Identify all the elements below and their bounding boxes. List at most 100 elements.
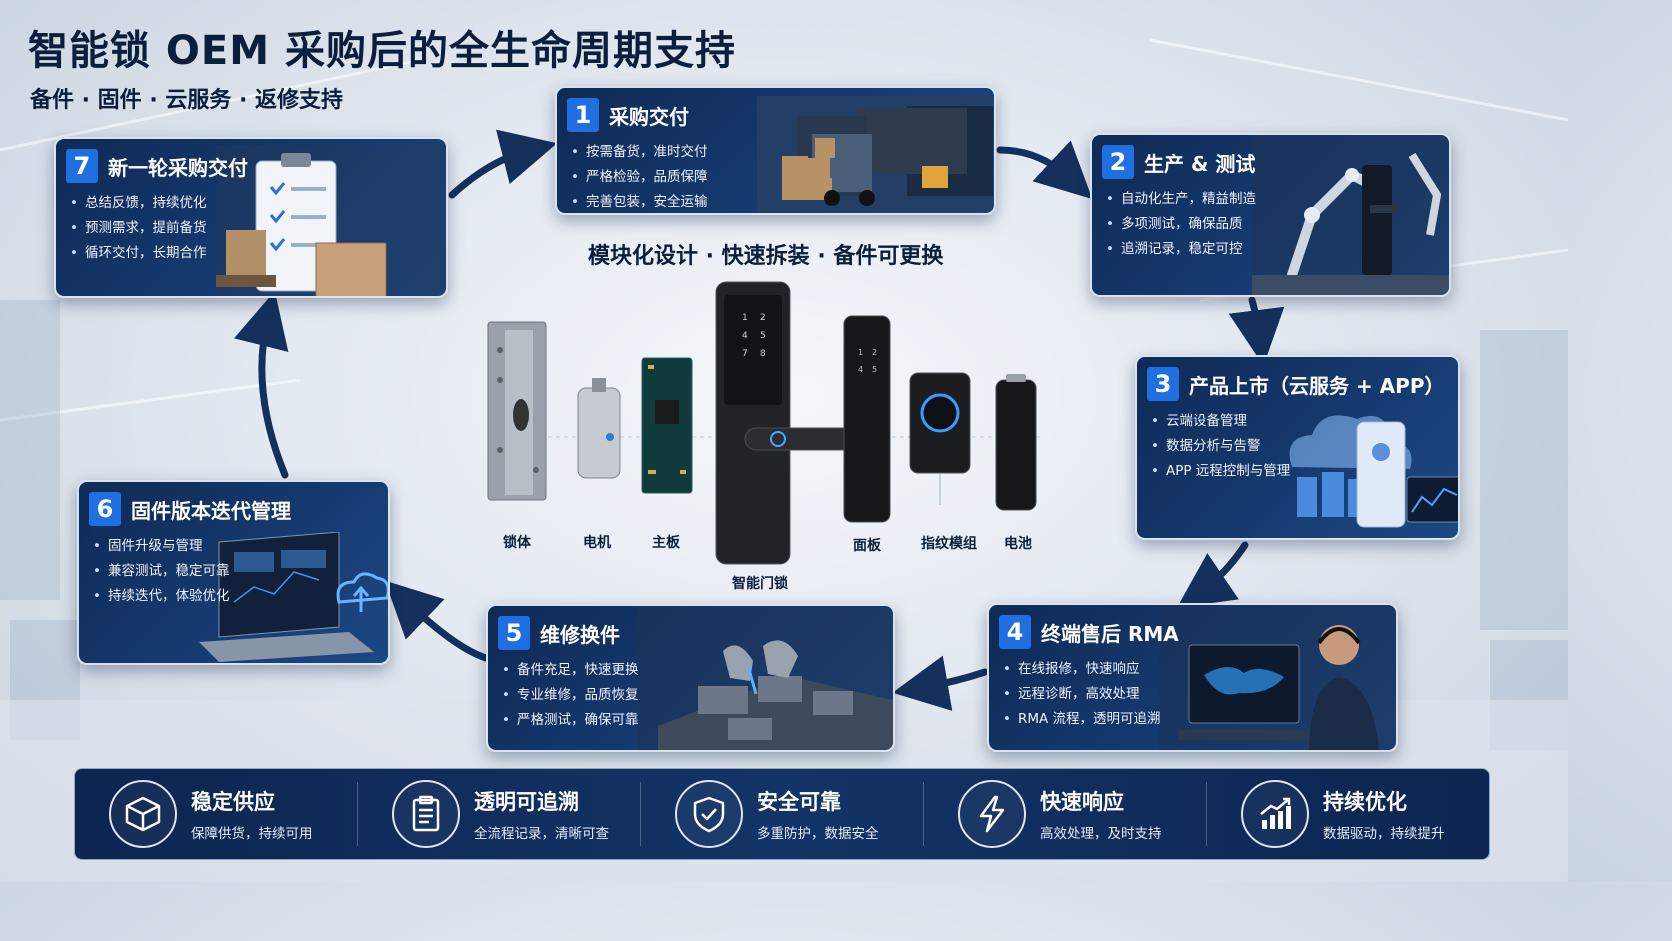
- step-number: 2: [1102, 145, 1134, 179]
- step-card-5: 5 维修换件 备件充足，快速更换 专业维修，品质恢复 严格测试，确保可靠: [486, 604, 895, 752]
- part-label-lock-body: 锁体: [503, 535, 531, 551]
- step-number: 7: [66, 149, 98, 183]
- fingerprint-module-icon: [909, 372, 971, 505]
- step-number: 1: [567, 98, 599, 132]
- step-item: 持续迭代，体验优化: [93, 584, 230, 609]
- step-card-1: 1 采购交付 按需备货，准时交付 严格检验，品质保障 完善包装，安全运输: [555, 86, 996, 215]
- feature-fast-response: 快速响应 高效处理，及时支持: [924, 780, 1207, 848]
- feature-desc: 数据驱动，持续提升: [1323, 826, 1445, 842]
- svg-text:1: 1: [742, 313, 748, 323]
- step-card-3: 3 产品上市（云服务 + APP） 云端设备管理 数据分析与告警 APP 远程控…: [1135, 355, 1460, 540]
- step-item: 预测需求，提前备货: [70, 216, 207, 241]
- step-items: 在线报修，快速响应 远程诊断，高效处理 RMA 流程，透明可追溯: [1003, 657, 1161, 732]
- feature-secure: 安全可靠 多重防护，数据安全: [641, 780, 924, 848]
- step-item: 循环交付，长期合作: [70, 241, 207, 266]
- feature-stable-supply: 稳定供应 保障供货，持续可用: [75, 780, 358, 848]
- part-label-panel: 面板: [853, 538, 881, 554]
- part-label-battery: 电池: [1004, 536, 1032, 552]
- arrow-7-to-1: [448, 129, 558, 199]
- mainboard-icon: [641, 357, 693, 494]
- svg-text:5: 5: [760, 331, 766, 341]
- arrow-4-to-5: [892, 655, 989, 711]
- step-card-4: 4 终端售后 RMA 在线报修，快速响应 远程诊断，高效处理 RMA 流程，透明…: [987, 603, 1398, 752]
- part-label-fingerprint: 指纹模组: [921, 536, 977, 552]
- step-items: 云端设备管理 数据分析与告警 APP 远程控制与管理: [1151, 409, 1290, 484]
- step-title: 采购交付: [609, 104, 689, 129]
- feature-desc: 多重防护，数据安全: [757, 826, 879, 842]
- laptop-cloud-icon: [199, 532, 388, 662]
- svg-text:5: 5: [872, 365, 877, 374]
- cloud-phone-icon: [1289, 415, 1458, 528]
- arrow-1-to-2: [996, 140, 1093, 200]
- support-agent-icon: [1159, 605, 1396, 750]
- arrow-2-to-3: [1228, 296, 1285, 366]
- svg-text:2: 2: [760, 313, 766, 323]
- step-title: 固件版本迭代管理: [131, 498, 291, 523]
- arrow-6-to-7: [234, 290, 289, 479]
- step-number: 4: [999, 615, 1031, 649]
- step-item: 云端设备管理: [1151, 409, 1290, 434]
- step-items: 自动化生产，精益制造 多项测试，确保品质 追溯记录，稳定可控: [1106, 187, 1256, 262]
- step-item: 按需备货，准时交付: [571, 140, 708, 165]
- arrow-5-to-6: [384, 580, 490, 662]
- step-items: 固件升级与管理 兼容测试，稳定可靠 持续迭代，体验优化: [93, 534, 230, 609]
- page-title: 智能锁 OEM 采购后的全生命周期支持: [28, 28, 736, 74]
- step-number: 6: [89, 492, 121, 526]
- repair-board-icon: [638, 606, 893, 750]
- step-item: 追溯记录，稳定可控: [1106, 237, 1256, 262]
- step-item: 远程诊断，高效处理: [1003, 682, 1161, 707]
- step-item: 自动化生产，精益制造: [1106, 187, 1256, 212]
- svg-text:2: 2: [872, 348, 877, 357]
- part-label-mainboard: 主板: [652, 535, 680, 551]
- truck-warehouse-icon: [757, 96, 993, 212]
- feature-title: 安全可靠: [757, 790, 841, 814]
- svg-text:8: 8: [760, 349, 766, 359]
- part-label-smart-lock: 智能门锁: [732, 576, 788, 592]
- step-item: 总结反馈，持续优化: [70, 191, 207, 216]
- arrow-3-to-4: [1176, 541, 1249, 608]
- feature-desc: 高效处理，及时支持: [1040, 826, 1162, 842]
- step-card-6: 6 固件版本迭代管理 固件升级与管理 兼容测试，稳定可靠 持续迭代，体验优化: [77, 480, 390, 665]
- lock-body-icon: [487, 321, 547, 501]
- svg-text:1: 1: [858, 348, 863, 357]
- battery-icon: [995, 374, 1037, 511]
- step-item: 完善包装，安全运输: [571, 190, 708, 213]
- smart-lock-icon: 1 2 4 5 7 8: [715, 281, 871, 565]
- step-item: 专业维修，品质恢复: [502, 683, 639, 708]
- step-item: 多项测试，确保品质: [1106, 212, 1256, 237]
- step-title: 生产 & 测试: [1144, 151, 1256, 176]
- step-card-7: 7 新一轮采购交付 总结反馈，持续优化 预测需求，提前备货 循环交付，长期合作: [54, 137, 448, 298]
- step-item: 固件升级与管理: [93, 534, 229, 559]
- growth-chart-icon: [1241, 780, 1309, 848]
- step-item: 在线报修，快速响应: [1003, 657, 1161, 682]
- feature-title: 持续优化: [1323, 790, 1407, 814]
- step-title: 新一轮采购交付: [108, 155, 248, 180]
- feature-bar: 稳定供应 保障供货，持续可用 透明可追溯 全流程记录，清晰可查 安全可靠 多重防…: [74, 768, 1490, 860]
- step-items: 总结反馈，持续优化 预测需求，提前备货 循环交付，长期合作: [70, 191, 207, 266]
- box-icon: [109, 780, 177, 848]
- center-tagline: 模块化设计 · 快速拆装 · 备件可更换: [588, 244, 944, 269]
- feature-optimize: 持续优化 数据驱动，持续提升: [1207, 780, 1489, 848]
- feature-traceable: 透明可追溯 全流程记录，清晰可查: [358, 780, 641, 848]
- step-number: 3: [1147, 367, 1179, 401]
- step-item: 严格检验，品质保障: [571, 165, 708, 190]
- svg-text:4: 4: [858, 365, 863, 374]
- lightning-icon: [958, 780, 1026, 848]
- step-title: 终端售后 RMA: [1041, 621, 1179, 646]
- robot-arm-icon: [1252, 135, 1449, 295]
- step-item: 兼容测试，稳定可靠: [93, 559, 230, 584]
- feature-title: 稳定供应: [191, 790, 275, 814]
- step-item: RMA 流程，透明可追溯: [1003, 707, 1161, 732]
- page-subtitle: 备件 · 固件 · 云服务 · 返修支持: [30, 88, 344, 113]
- step-items: 备件充足，快速更换 专业维修，品质恢复 严格测试，确保可靠: [502, 658, 639, 733]
- svg-text:7: 7: [742, 349, 748, 359]
- step-item: 数据分析与告警: [1151, 434, 1290, 459]
- svg-text:4: 4: [742, 331, 748, 341]
- feature-title: 快速响应: [1040, 790, 1124, 814]
- clipboard-icon: [392, 780, 460, 848]
- step-items: 按需备货，准时交付 严格检验，品质保障 完善包装，安全运输: [571, 140, 708, 213]
- step-card-2: 2 生产 & 测试 自动化生产，精益制造 多项测试，确保品质 追溯记录，稳定可控: [1090, 133, 1451, 297]
- step-item: APP 远程控制与管理: [1151, 459, 1290, 484]
- feature-title: 透明可追溯: [474, 790, 579, 814]
